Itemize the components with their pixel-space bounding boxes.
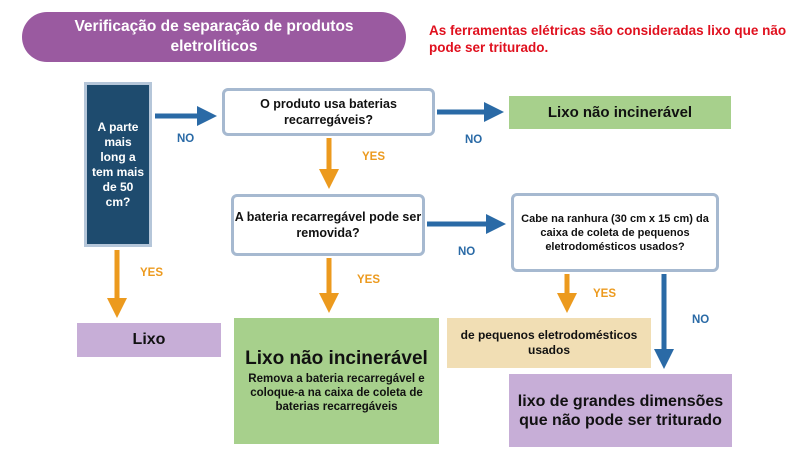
label-yes-rechargeable: YES <box>362 151 386 163</box>
question-length-text: A parte mais long a tem mais de 50 cm? <box>91 119 145 209</box>
question-rechargeable-text: O produto usa baterias recarregáveis? <box>260 97 397 127</box>
warning-note: As ferramentas elétricas são considerada… <box>429 23 787 55</box>
label-no-slot: NO <box>692 314 710 326</box>
label-yes-removable: YES <box>357 274 381 286</box>
label-yes-length: YES <box>140 267 164 279</box>
question-removable: A bateria recarregável pode ser removida… <box>231 194 425 256</box>
question-slot: Cabe na ranhura (30 cm x 15 cm) da caixa… <box>511 193 719 272</box>
result-lixo: Lixo <box>77 323 221 357</box>
result-remove-battery: Lixo não incinerável Remova a bateria re… <box>234 318 439 444</box>
result-remove-battery-title: Lixo não incinerável <box>245 348 428 369</box>
label-no-length: NO <box>177 133 195 145</box>
result-small-appliances-text: de pequenos eletrodomésticos usados <box>460 328 638 357</box>
result-non-incinerable-text: Lixo não incinerável <box>547 104 693 121</box>
result-non-incinerable: Lixo não incinerável <box>509 96 731 129</box>
result-large-waste: lixo de grandes dimensões que não pode s… <box>509 374 732 447</box>
result-large-waste-text: lixo de grandes dimensões que não pode s… <box>517 392 724 429</box>
question-slot-text: Cabe na ranhura (30 cm x 15 cm) da caixa… <box>521 212 709 253</box>
result-remove-battery-text: Remova a bateria recarregável e coloque-… <box>248 373 425 413</box>
title-banner: Verificação de separação de produtos ele… <box>22 12 406 62</box>
label-no-rechargeable: NO <box>465 134 483 146</box>
question-removable-text: A bateria recarregável pode ser removida… <box>234 210 422 240</box>
result-lixo-text: Lixo <box>132 331 166 348</box>
result-small-appliances: de pequenos eletrodomésticos usados <box>447 318 651 368</box>
question-rechargeable: O produto usa baterias recarregáveis? <box>222 88 435 136</box>
label-no-removable: NO <box>458 246 476 258</box>
question-length: A parte mais long a tem mais de 50 cm? <box>84 82 152 247</box>
title-text: Verificação de separação de produtos ele… <box>74 18 354 55</box>
label-yes-slot: YES <box>593 288 617 300</box>
